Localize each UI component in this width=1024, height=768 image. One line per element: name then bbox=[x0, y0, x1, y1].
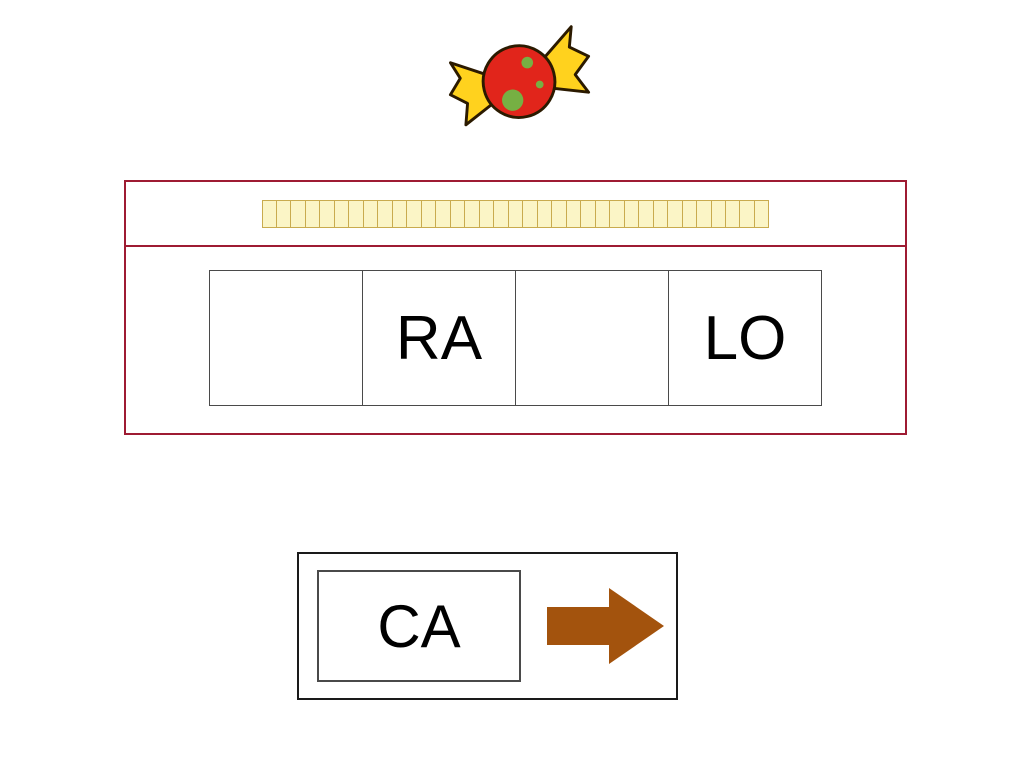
tick-cell bbox=[507, 199, 524, 228]
syllable-slot-3[interactable] bbox=[515, 270, 669, 406]
right-arrow-icon[interactable] bbox=[547, 586, 665, 666]
tick-cell bbox=[565, 199, 582, 228]
tick-cell bbox=[261, 199, 277, 228]
tick-strip bbox=[261, 199, 770, 228]
tick-cell bbox=[753, 199, 770, 228]
syllable-slot-1[interactable] bbox=[209, 270, 363, 406]
candy-illustration bbox=[422, 6, 617, 161]
candy-ball bbox=[481, 44, 557, 119]
tick-cell bbox=[638, 199, 654, 228]
tick-cell bbox=[739, 199, 755, 228]
syllable-slot-4[interactable]: LO bbox=[668, 270, 822, 406]
tick-cell bbox=[362, 199, 379, 228]
tick-cell bbox=[681, 199, 698, 228]
tick-cell bbox=[333, 199, 350, 228]
tick-cell bbox=[435, 199, 451, 228]
tick-cell bbox=[696, 199, 712, 228]
candy-spot-tiny bbox=[535, 80, 544, 89]
tick-cell bbox=[725, 199, 741, 228]
tick-cell bbox=[623, 199, 640, 228]
syllable-slots: RA LO bbox=[126, 270, 905, 406]
tick-cell bbox=[348, 199, 364, 228]
tick-cell bbox=[522, 199, 538, 228]
answer-strip-row bbox=[126, 182, 905, 247]
syllable-tile-ca[interactable]: CA bbox=[317, 570, 521, 682]
tick-cell bbox=[536, 199, 553, 228]
tick-cell bbox=[290, 199, 306, 228]
candy-spot-large bbox=[502, 89, 524, 111]
tick-cell bbox=[420, 199, 437, 228]
tick-cell bbox=[478, 199, 495, 228]
tick-cell bbox=[391, 199, 408, 228]
tick-cell bbox=[464, 199, 480, 228]
tick-cell bbox=[710, 199, 726, 228]
tick-cell bbox=[493, 199, 509, 228]
tick-cell bbox=[304, 199, 321, 228]
tick-cell bbox=[580, 199, 596, 228]
tick-cell bbox=[377, 199, 393, 228]
tick-cell bbox=[449, 199, 466, 228]
tick-cell bbox=[275, 199, 292, 228]
tick-cell bbox=[652, 199, 669, 228]
tick-cell bbox=[551, 199, 567, 228]
word-panel: RA LO bbox=[124, 180, 907, 435]
tick-cell bbox=[594, 199, 611, 228]
tick-cell bbox=[319, 199, 335, 228]
tick-cell bbox=[667, 199, 683, 228]
tick-cell bbox=[609, 199, 625, 228]
candy-spot-small bbox=[521, 56, 534, 69]
candy-icon bbox=[448, 25, 591, 127]
tick-cell bbox=[406, 199, 422, 228]
syllable-tray: CA bbox=[297, 552, 678, 700]
syllable-slot-2[interactable]: RA bbox=[362, 270, 516, 406]
